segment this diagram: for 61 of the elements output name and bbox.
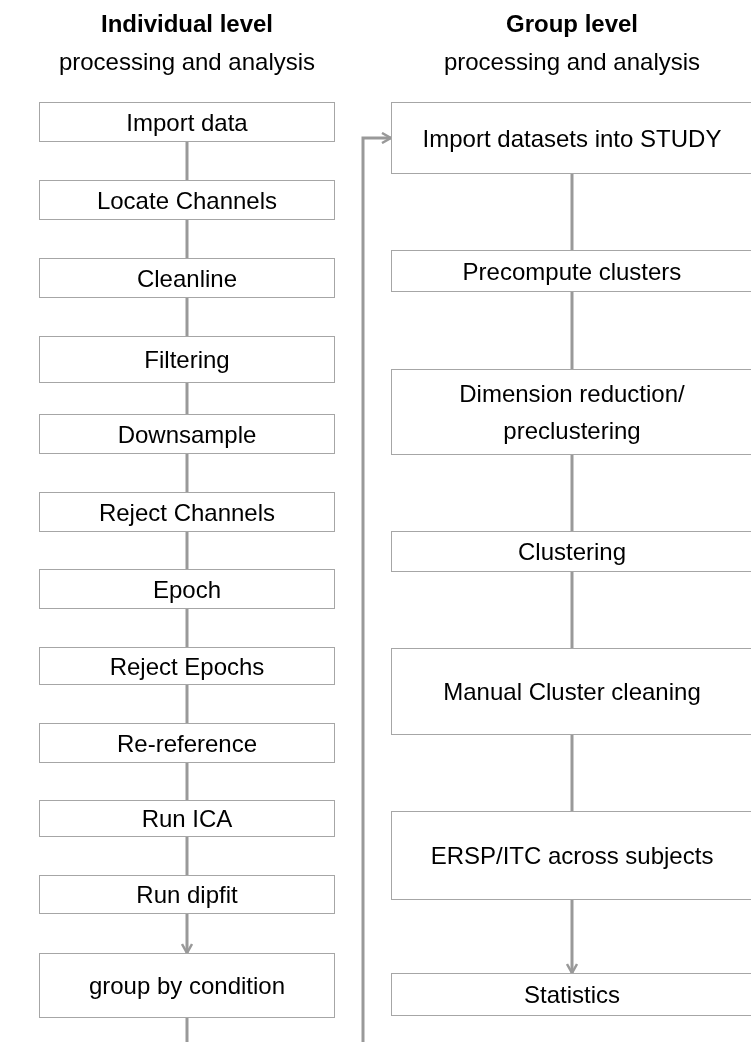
connector-line [570, 455, 574, 531]
step-label: Reject Channels [98, 497, 276, 528]
process-box [39, 102, 335, 142]
process-box [39, 258, 335, 298]
connector-line [570, 174, 574, 250]
step-label: Statistics [524, 980, 620, 1010]
connector-line [185, 1018, 189, 1042]
connector-line [570, 572, 574, 648]
step-label: group by condition [88, 971, 286, 1001]
process-box [39, 492, 335, 532]
process-box [391, 102, 751, 174]
step-label: Import datasets into STUDY [422, 123, 722, 154]
connector-line [185, 532, 189, 569]
step-label: Clustering [517, 537, 626, 567]
process-box [391, 973, 751, 1016]
step-label: Run dipfit [136, 880, 238, 910]
connector-line [185, 763, 189, 800]
connector-line [185, 609, 189, 647]
connector-line [570, 292, 574, 369]
process-box [39, 875, 335, 914]
arrow [361, 131, 393, 1042]
column-heading: Individual level [100, 10, 274, 38]
connector-line [185, 220, 189, 258]
connector-line [185, 837, 189, 875]
step-label: Filtering [144, 345, 230, 375]
step-label: Epoch [152, 574, 222, 605]
connector-line [570, 735, 574, 811]
connector-line [185, 298, 189, 336]
connector-line [185, 383, 189, 414]
process-box [39, 180, 335, 220]
process-box [39, 414, 335, 454]
process-box [391, 531, 751, 572]
column-heading: processing and analysis [443, 48, 701, 76]
step-label: Locate Channels [96, 185, 278, 216]
process-box [39, 723, 335, 763]
step-label: Downsample [117, 419, 257, 450]
step-label: Re-reference [116, 728, 258, 759]
connector-line [185, 454, 189, 492]
column-heading: Group level [506, 10, 638, 38]
process-box [39, 953, 335, 1018]
process-box [391, 250, 751, 292]
process-box [391, 369, 751, 455]
process-box [39, 647, 335, 685]
process-box [391, 648, 751, 735]
process-box [391, 811, 751, 900]
arrow [565, 900, 579, 975]
step-label: Manual Cluster cleaning [443, 677, 701, 707]
column-heading: processing and analysis [58, 48, 316, 76]
arrow [180, 914, 194, 955]
step-label: Import data [126, 107, 248, 138]
step-label: Reject Epochs [109, 651, 265, 682]
step-label: Cleanline [136, 263, 238, 294]
step-label: Dimension reduction/ preclustering [458, 379, 686, 446]
process-box [39, 336, 335, 383]
step-label: Run ICA [141, 804, 233, 834]
step-label: ERSP/ITC across subjects [430, 841, 714, 871]
step-label: Precompute clusters [462, 256, 682, 287]
process-box [39, 800, 335, 837]
connector-line [185, 142, 189, 180]
connector-line [185, 685, 189, 723]
process-box [39, 569, 335, 609]
